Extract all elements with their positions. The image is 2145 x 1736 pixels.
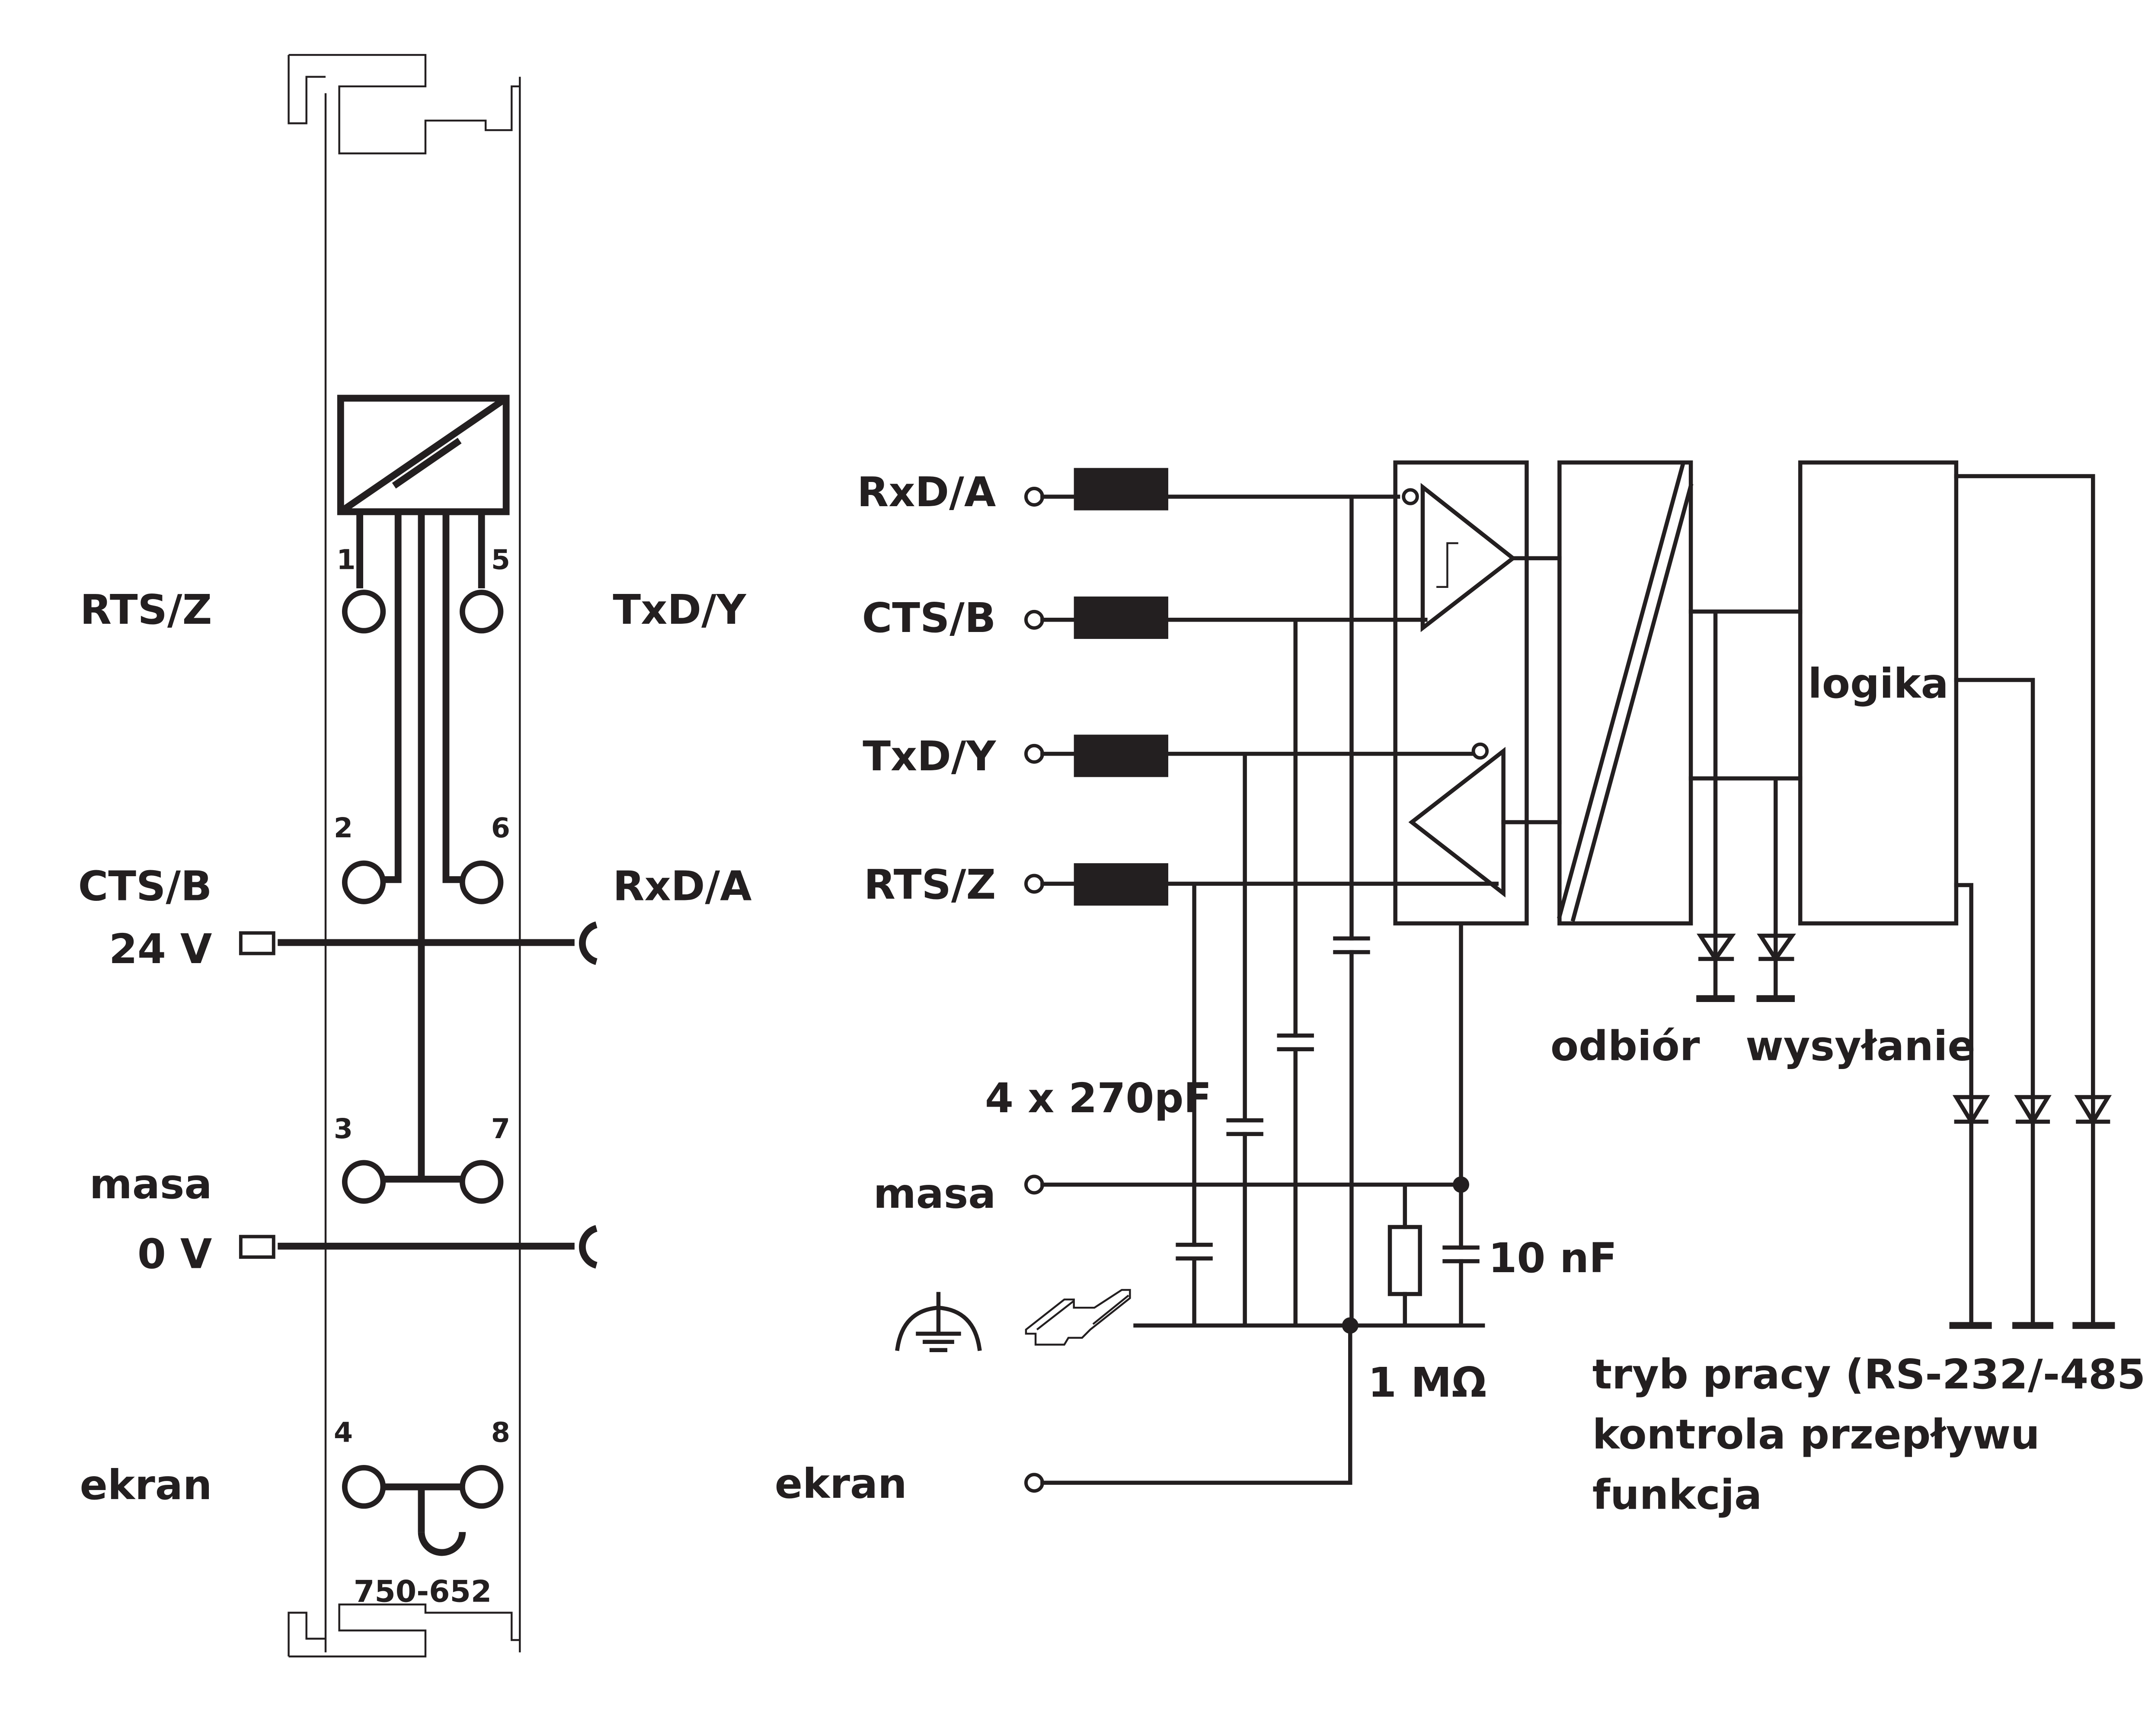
- logic-outputs: [1954, 474, 2095, 1328]
- input-label-cts-b: CTS/B: [862, 594, 996, 642]
- input-label-rxd-a: RxD/A: [857, 469, 996, 516]
- input-terminal[interactable]: [1024, 874, 1044, 894]
- status-line-function: funkcja: [1592, 1471, 1762, 1519]
- input-terminal[interactable]: [1024, 487, 1044, 507]
- dc-dc-converter-icon: [337, 395, 510, 515]
- din-rail-icon: [1025, 1289, 1131, 1346]
- led-label-odbior: odbiór: [1550, 1023, 1700, 1070]
- filter-choke: [1074, 468, 1168, 511]
- label-0v: 0 V: [137, 1230, 212, 1278]
- label-24v: 24 V: [109, 925, 212, 973]
- power-jumper-0v: [239, 1235, 275, 1259]
- status-led-icons: [1949, 1095, 2115, 1329]
- terminal-6[interactable]: [460, 860, 504, 904]
- capacitor-value-label: 4 x 270pF: [985, 1075, 1212, 1122]
- status-line-mode: tryb pracy (RS-232/-485): [1592, 1351, 2145, 1398]
- input-terminal[interactable]: [1024, 1473, 1044, 1493]
- filter-choke: [1074, 734, 1168, 777]
- label-rxd-a: RxD/A: [613, 862, 751, 910]
- logic-block: [1798, 460, 1959, 925]
- resistor-value-label: 1 MΩ: [1368, 1359, 1486, 1407]
- input-label-ekran: ekran: [775, 1460, 907, 1508]
- led-receive-icon: [1696, 933, 1736, 1002]
- capacitor-icon: [1176, 936, 1480, 1264]
- terminal-1[interactable]: [342, 590, 386, 634]
- signal-wires: [1040, 495, 1499, 1485]
- label-rts-z: RTS/Z: [80, 586, 212, 634]
- led-label-wysylanie: wysyłanie: [1745, 1023, 1976, 1070]
- power-contact-0v: [579, 1225, 598, 1269]
- module-outline-bottom: [288, 1603, 520, 1658]
- label-cts-b: CTS/B: [78, 862, 212, 910]
- logic-label: logika: [1808, 660, 1948, 708]
- optocoupler-block: [1557, 460, 1694, 925]
- transceiver-block: [1393, 460, 1529, 925]
- input-label-masa: masa: [873, 1170, 996, 1218]
- pin-number: 3: [334, 1113, 353, 1145]
- power-contact-24v: [579, 921, 598, 965]
- transceiver-outputs: [1501, 556, 1562, 824]
- terminal-2[interactable]: [342, 860, 386, 904]
- label-masa: masa: [90, 1161, 212, 1208]
- terminal-3[interactable]: [342, 1160, 386, 1204]
- input-terminal[interactable]: [1024, 744, 1044, 764]
- input-label-rts-z: RTS/Z: [864, 861, 996, 909]
- input-terminal[interactable]: [1024, 1174, 1044, 1195]
- part-number: 750-652: [354, 1574, 492, 1609]
- resistor-icon: [1387, 1225, 1422, 1296]
- junction-dot: [1342, 1317, 1359, 1334]
- pin-number: 7: [491, 1113, 510, 1145]
- junction-dot: [1453, 1176, 1470, 1193]
- pin-number: 4: [334, 1416, 353, 1448]
- filter-choke: [1074, 863, 1168, 906]
- terminal-5[interactable]: [460, 590, 504, 634]
- terminal-4[interactable]: [342, 1465, 386, 1509]
- cap10-value-label: 10 nF: [1488, 1235, 1617, 1282]
- pin-number: 5: [491, 544, 510, 576]
- label-txd-y: TxD/Y: [613, 586, 746, 634]
- filter-choke: [1074, 596, 1168, 639]
- pin-number: 8: [491, 1416, 510, 1448]
- pin-number: 6: [491, 812, 510, 844]
- shield-clamp-icon: [418, 1532, 466, 1556]
- pin-number: 2: [334, 812, 353, 844]
- receiver-amplifier-icon: [1402, 483, 1516, 632]
- led-transmit-icon: [1756, 933, 1796, 1002]
- isolator-outputs: [1688, 610, 1803, 1001]
- driver-amplifier-icon: [1408, 742, 1506, 898]
- terminal-8[interactable]: [460, 1465, 504, 1509]
- input-label-txd-y: TxD/Y: [863, 733, 996, 780]
- earth-ground-icon: [895, 1292, 982, 1353]
- module-outline: [288, 54, 521, 1653]
- pin-number: 1: [336, 544, 355, 576]
- label-ekran: ekran: [80, 1462, 212, 1509]
- terminal-7[interactable]: [460, 1160, 504, 1204]
- module-wires: [278, 511, 575, 1532]
- input-terminal[interactable]: [1024, 610, 1044, 630]
- terminal-module: 1 2 3 4 5 6 7 8 RTS/Z CTS/B masa ekran 2…: [78, 54, 752, 1658]
- block-schematic: RxD/A CTS/B TxD/Y RTS/Z masa ekran: [775, 460, 2145, 1519]
- status-line-flow: kontrola przepływu: [1592, 1411, 2040, 1458]
- power-jumper-24v: [239, 931, 275, 955]
